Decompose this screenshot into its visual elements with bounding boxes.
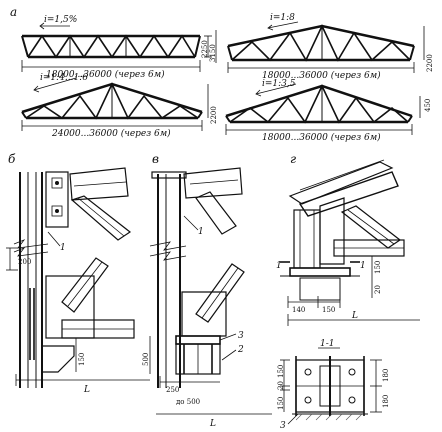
truss-gable-shallow-span: 18000...36000 (через 6м) [262, 70, 381, 81]
panel-g-dim-140: 140 [292, 306, 305, 314]
truss-gable-shallow: i=1:8 18000...36000 (через 6м) 2200 [227, 13, 434, 81]
panel-g-letter: г [290, 152, 296, 166]
section-dim-180-bottom: 180 [382, 395, 390, 408]
truss-gable-steep-span: 18000...36000 (через 6м) [262, 132, 381, 143]
section-title: 1-1 [320, 339, 335, 349]
section-dim-150-top: 150 [277, 365, 285, 378]
panel-g-span: L [351, 311, 358, 321]
panel-b-letter: б [8, 152, 16, 166]
panel-b: б 1 200 [6, 152, 150, 395]
panel-b-dim-200: 200 [18, 258, 31, 266]
panel-v-callout-1: 1 [198, 227, 204, 237]
truss-gable-medium-span: 24000...36000 (через 6м) [51, 128, 171, 139]
panel-v-dim-500: 500 [142, 353, 150, 366]
truss-gable-medium-height: 2200 [210, 106, 218, 124]
truss-gable-shallow-slope: i=1:8 [270, 13, 295, 23]
truss-parallel-slope: i=1,5% [44, 15, 77, 25]
section-dim-20: 20 [277, 381, 285, 390]
truss-gable-steep-height: 450 [424, 99, 432, 112]
truss-parallel-height-1: 2250 [201, 40, 209, 58]
truss-gable-medium: i=1:4...1:6 24000...36000 (через 6м) 220… [21, 73, 218, 139]
truss-gable-steep: i=1:3,5 18000...36000 (через 6м) 450 [225, 79, 432, 143]
truss-parallel: i=1,5% 18000...36000 (через 6м) 2250 315… [21, 15, 217, 80]
section-1-1: 1-1 180 180 150 20 150 [277, 339, 390, 431]
panel-b-span: L [83, 385, 90, 395]
panel-v-callout-2: 2 [237, 345, 244, 355]
panel-g-section-mark-right: 1 [360, 261, 366, 271]
panel-b-dim-150: 150 [78, 353, 86, 366]
panel-g: г 1 1 150 20 14 [276, 152, 420, 326]
truss-gable-shallow-height: 2200 [426, 54, 434, 72]
truss-parallel-span: 18000...36000 (через 6м) [46, 69, 165, 80]
truss-gable-steep-slope: i=1:3,5 [262, 79, 296, 89]
panel-v-callout-3: 3 [238, 331, 244, 341]
panel-v-dim-max-500: до 500 [176, 398, 200, 406]
panel-v-letter: в [152, 152, 159, 166]
panel-g-dim-20: 20 [374, 285, 382, 294]
panel-g-dim-150: 150 [374, 261, 382, 274]
panel-v-span: L [209, 419, 216, 429]
truss-parallel-height-2: 3150 [209, 44, 217, 62]
section-dim-180-top: 180 [382, 369, 390, 382]
panel-g-dim-150b: 150 [322, 306, 335, 314]
section-dim-150-bottom: 150 [277, 397, 285, 410]
truss-gable-medium-slope: i=1:4...1:6 [40, 73, 88, 83]
panel-a: а i=1,5% 18000...36000 (через 6м) 2250 3… [10, 5, 434, 143]
panel-a-letter: а [10, 5, 17, 19]
panel-b-callout-1: 1 [60, 243, 66, 253]
panel-v-dim-250: 250 [166, 386, 179, 394]
panel-v: в 1 2 3 500 [142, 152, 272, 429]
panel-g-section-mark-left: 1 [276, 261, 282, 271]
section-callout-3: 3 [280, 421, 286, 431]
